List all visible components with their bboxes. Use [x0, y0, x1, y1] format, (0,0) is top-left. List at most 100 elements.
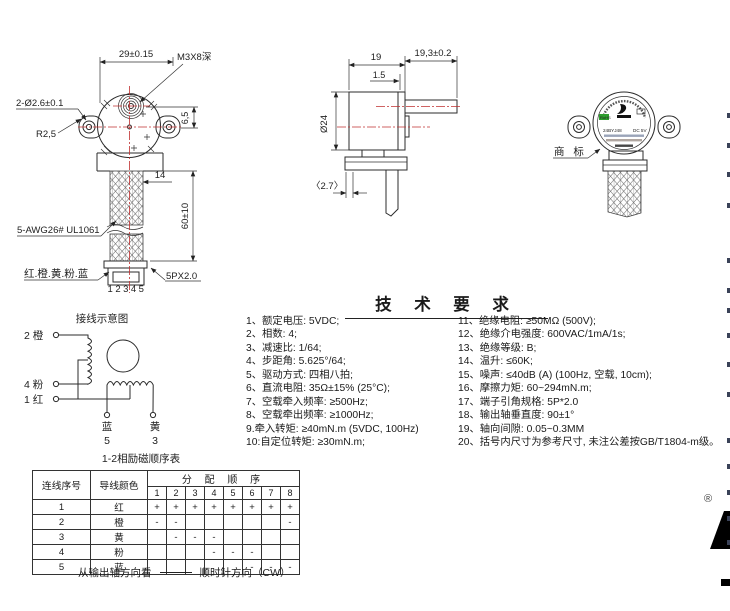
tech-item: 13、绝缘等级: B; [458, 342, 537, 354]
terminal-3-number: 3 [152, 435, 158, 447]
tech-item: 3、减速比: 1/64; [246, 342, 322, 354]
sequence-cell: + [223, 499, 243, 515]
tech-list-right: 11、绝缘电阻: ≥50MΩ (500V);12、绝缘介电强度: 600VAC/… [458, 315, 730, 450]
sequence-cell: + [280, 499, 300, 515]
terminal-5-color: 蓝 [102, 421, 113, 433]
motor-body-rear [592, 91, 656, 155]
wire-color-cell: 蓝 [90, 559, 148, 575]
wire-number-cell: 2 [32, 514, 91, 530]
sequence-cell [242, 514, 262, 530]
tech-item: 5、驱动方式: 四相八拍; [246, 369, 353, 381]
dim-step: 1.5 [373, 70, 386, 80]
dim-shaft-length: 19,3±0.2 [415, 48, 452, 59]
side-view: 19 19,3±0.2 1.5 Ø24 〈2.7〉 [311, 48, 462, 217]
wire-number-cell: 4 [32, 544, 91, 560]
partial-logo [710, 511, 730, 586]
rohs-text: RoHS [600, 115, 611, 120]
tech-item: 17、端子引角规格: 5P*2.0 [458, 396, 579, 408]
note-direction: 顺时针方向（CW） [199, 567, 291, 579]
cropped-text-fragment [727, 516, 730, 521]
sequence-cell: - [242, 544, 262, 560]
wire-color-cell: 红 [90, 499, 148, 515]
tech-item: 6、直流电阻: 35Ω±15% (25°C); [246, 383, 390, 395]
cropped-text-fragment [727, 333, 730, 338]
dim-offset: 6,5 [180, 112, 190, 125]
cable-rear [607, 170, 642, 218]
cropped-text-fragment [727, 490, 730, 495]
step-header: 7 [261, 486, 281, 500]
wire-number-cell: 5 [32, 559, 91, 575]
sequence-cell: + [147, 499, 167, 515]
label-sticker [597, 96, 651, 150]
terminal-1 [52, 395, 60, 403]
cable-side [385, 169, 399, 217]
tech-item: 9.牵入转矩: ≥40mN.m (5VDC, 100Hz) [246, 423, 419, 435]
sequence-cell [261, 544, 281, 560]
sequence-cell: - [204, 529, 224, 545]
sequence-cell: + [166, 499, 186, 515]
tech-item: 10:自定位转矩: ≥30mN.m; [246, 437, 365, 449]
sequence-cell: - [204, 544, 224, 560]
tech-item: 19、轴向间隙: 0.05~0.3MM [458, 423, 585, 435]
step-header: 4 [204, 486, 224, 500]
tech-item: 20、括号内尺寸为参考尺寸, 未注公差按GB/T1804-m级。 [458, 437, 720, 449]
step-header: 2 [166, 486, 186, 500]
sequence-cell [204, 514, 224, 530]
holes-label: 2-Ø2.6±0.1 [16, 98, 63, 109]
sticker-arc-text [601, 99, 647, 119]
terminal-5 [103, 411, 111, 419]
cable-ribbon [109, 170, 144, 226]
tech-item: 11、绝缘电阻: ≥50MΩ (500V); [458, 316, 596, 327]
cropped-text-fragment [727, 258, 730, 263]
sticker-model: 24BYJ48 [603, 128, 622, 133]
sequence-cell: - [280, 559, 300, 575]
terminal-1-label: 1 红 [24, 393, 44, 406]
tech-list-left: 1、额定电压: 5VDC;2、相数: 4;3、减速比: 1/64;4、步距角: … [246, 315, 458, 450]
wire-number-cell: 3 [32, 529, 91, 545]
front-view: 29±0.15 M3X8深 6,5 2-Ø2.6±0.1 R2,5 14 60±… [16, 49, 212, 295]
sticker-line3 [615, 144, 633, 147]
step-header: 3 [185, 486, 205, 500]
cropped-text-fragment [727, 143, 730, 148]
sequence-cell [261, 529, 281, 545]
tech-item: 7、空载牵入频率: ≥500Hz; [246, 396, 368, 408]
tech-item: 18、输出轴垂直度: 90±1° [458, 410, 575, 422]
cropped-text-fragment [727, 464, 730, 469]
terminal-2-label: 2 橙 [24, 329, 44, 342]
sequence-cell [242, 529, 262, 545]
wire-color-cell: 黄 [90, 529, 148, 545]
sequence-cell [147, 544, 167, 560]
sequence-cell: + [185, 499, 205, 515]
tech-item: 8、空载牵出频率: ≥1000Hz; [246, 410, 374, 422]
screw-label: M3X8深 [177, 52, 212, 63]
dim-body-length: 19 [371, 52, 382, 63]
tech-item: 1、额定电压: 5VDC; [246, 316, 340, 327]
sequence-cell: + [261, 499, 281, 515]
step-header: 5 [223, 486, 243, 500]
sequence-cell [223, 514, 243, 530]
dim-cable-width: 14 [155, 170, 166, 181]
coil-b [106, 381, 154, 413]
sticker-line1 [604, 134, 644, 137]
tech-item: 15、噪声: ≤40dB (A) (100Hz, 空载, 10cm); [458, 369, 652, 381]
connector [103, 260, 148, 286]
terminal-4-label: 4 粉 [24, 378, 44, 391]
col-header-wire-color: 导线颜色 [90, 470, 148, 500]
eagle-logo-icon [617, 104, 627, 114]
pin-numbers: 12345 [108, 284, 147, 295]
trademark-label: 商 标 [554, 145, 587, 158]
tech-item: 2、相数: 4; [246, 329, 297, 341]
coil-a [58, 334, 92, 385]
sequence-cell: - [147, 514, 167, 530]
sequence-cell: + [204, 499, 224, 515]
sequence-cell [147, 529, 167, 545]
sequence-cell: - [280, 514, 300, 530]
cropped-text-fragment [727, 308, 730, 313]
sequence-cell [261, 514, 281, 530]
dim-width: 29±0.15 [119, 49, 153, 60]
terminal-3-color: 黄 [150, 420, 161, 433]
